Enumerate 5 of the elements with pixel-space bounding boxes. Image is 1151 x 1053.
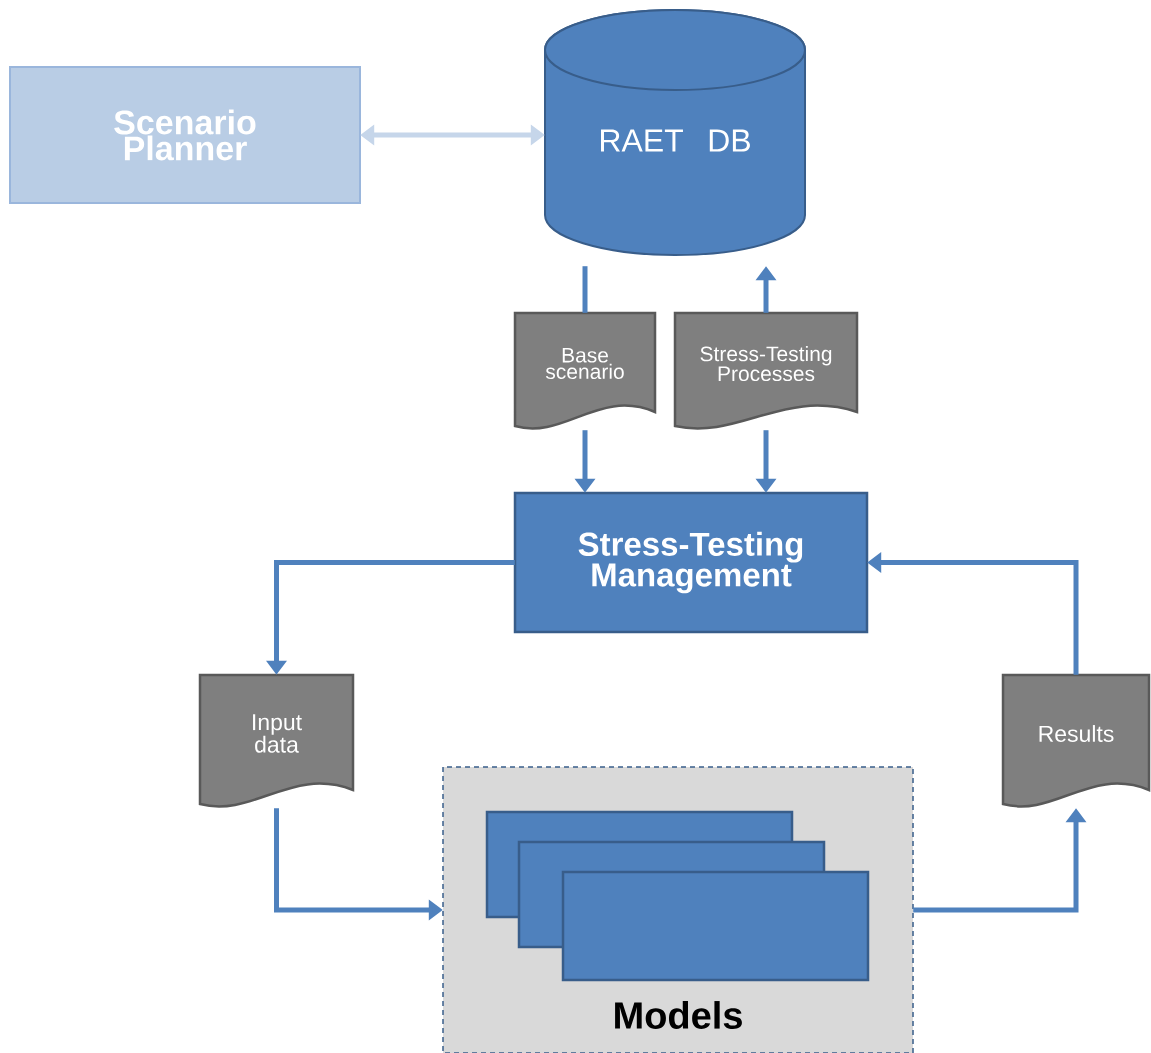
database-cylinder: RAET DB [544, 9, 806, 256]
planner-box: Scenario Planner [9, 66, 361, 204]
process-box: Stress-Testing Management [513, 491, 869, 634]
connector-line [582, 266, 588, 313]
model-box [561, 870, 870, 982]
